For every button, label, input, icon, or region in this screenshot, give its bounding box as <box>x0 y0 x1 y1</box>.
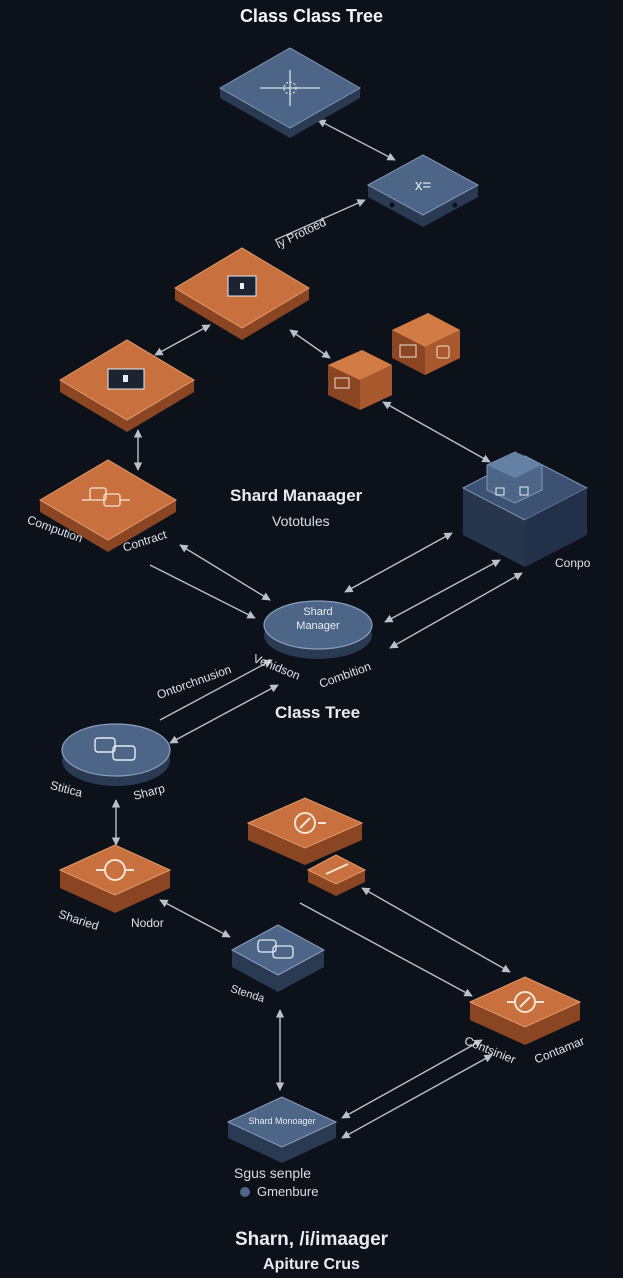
window-icon <box>334 377 350 389</box>
computation-node[interactable] <box>39 459 177 552</box>
key-node[interactable] <box>246 797 364 865</box>
connector <box>389 572 523 649</box>
move-icon <box>260 70 320 106</box>
connector <box>169 684 279 744</box>
shard-manager-center-node[interactable] <box>263 600 373 659</box>
footer-subtitle: Apiture Crus <box>263 1256 360 1273</box>
target-icon <box>96 859 134 881</box>
connector <box>274 199 366 241</box>
class-tree-root-node[interactable] <box>218 47 362 138</box>
expression-node[interactable]: x= <box>366 154 480 227</box>
class-tree-label: Class Tree <box>275 703 361 722</box>
connector <box>289 329 331 359</box>
static-shard-node[interactable] <box>61 723 171 786</box>
diagram-title: Class Class Tree <box>239 6 384 26</box>
shard-manager-bottom-label: Shard Monoager <box>248 1116 316 1126</box>
window-icon <box>399 344 417 358</box>
connector <box>344 532 453 593</box>
legend-line-1: Sgus senple <box>234 1165 312 1181</box>
shards-node[interactable] <box>230 924 326 992</box>
connector <box>382 401 491 463</box>
connector <box>299 902 473 997</box>
edge-label-compo: Conpo <box>555 556 591 570</box>
shard-manager-subheading: Vototules <box>272 513 330 529</box>
shard-manager-bottom-node[interactable] <box>226 1096 338 1163</box>
cube-node-large[interactable] <box>392 313 460 375</box>
target-icon <box>507 991 544 1013</box>
connector <box>341 1054 493 1139</box>
cube-node-small[interactable] <box>328 350 392 410</box>
connector <box>384 559 501 623</box>
arrow-icon <box>325 863 349 875</box>
connector <box>317 119 396 161</box>
connectors <box>111 119 523 1139</box>
shards-icon <box>257 939 294 959</box>
component-box[interactable] <box>461 451 589 567</box>
edge-label-nodor: Nodor <box>131 916 164 930</box>
connector <box>159 659 273 721</box>
equation-icon: x= <box>415 177 432 194</box>
connector <box>179 544 271 601</box>
connector <box>159 899 231 938</box>
protected-node[interactable] <box>174 247 310 340</box>
connector <box>341 1039 483 1119</box>
target-icon <box>294 812 326 834</box>
shards-icon <box>94 737 136 761</box>
shared-node[interactable] <box>58 844 172 913</box>
connector <box>149 564 256 619</box>
arrow-node[interactable] <box>306 854 367 896</box>
legend-line-2: Gmenbure <box>257 1184 319 1199</box>
connector <box>154 324 211 356</box>
legend-dot <box>240 1187 250 1197</box>
connector <box>361 887 511 973</box>
footer-title: Sharn, /i/imaager <box>234 1229 389 1250</box>
shard-manager-center-label: Shard Manager <box>296 606 340 632</box>
shards-icon <box>82 487 130 507</box>
shard-manager-heading: Shard Manaager <box>230 486 363 505</box>
class-node-left[interactable] <box>59 339 195 432</box>
container-node[interactable] <box>468 976 582 1045</box>
